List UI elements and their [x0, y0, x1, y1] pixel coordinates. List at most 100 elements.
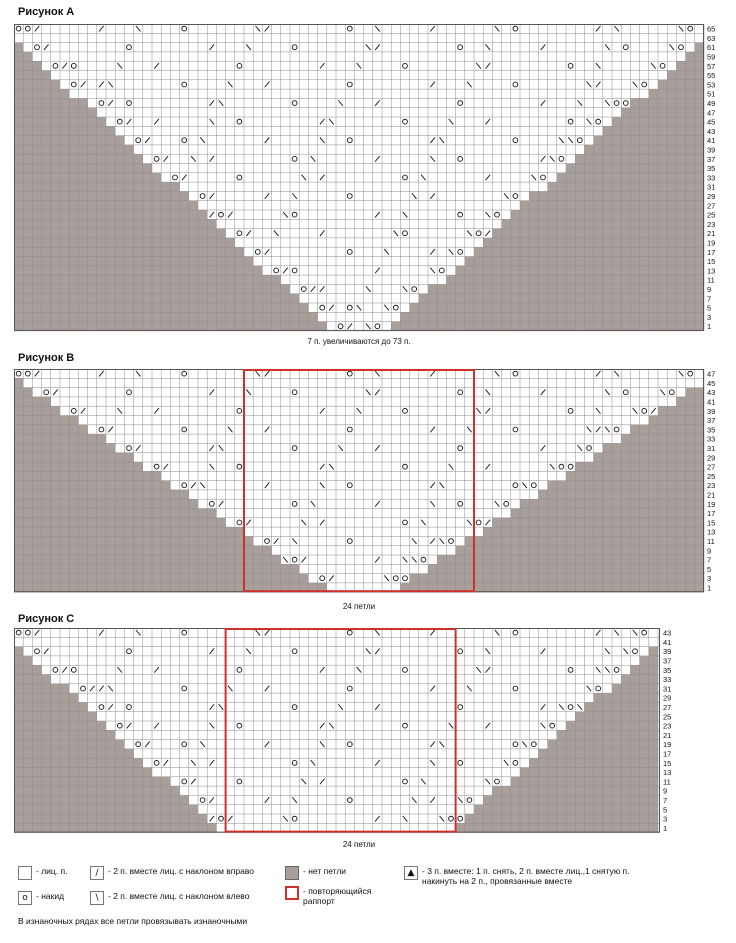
yarn-over-mark — [24, 370, 31, 377]
row-number: 57 — [707, 62, 715, 71]
k2tog-right-mark — [595, 629, 601, 636]
k2tog-left-mark — [604, 389, 611, 396]
yarn-over-mark — [402, 519, 408, 526]
yarn-over-mark — [540, 174, 546, 181]
yarn-over-mark — [475, 519, 482, 526]
k2tog-right-mark — [98, 685, 105, 692]
k2tog-left-mark — [301, 174, 307, 181]
k2tog-left-mark — [218, 703, 224, 711]
no-stitch-cell — [14, 452, 134, 462]
k2tog-right-mark — [429, 629, 436, 636]
row-number: 5 — [707, 565, 711, 574]
yarn-over-mark — [392, 304, 399, 311]
legend-knit: - лиц. п. — [18, 866, 67, 880]
yarn-over-mark — [24, 25, 31, 32]
legend-no-stitch-label: - нет петли — [303, 866, 347, 876]
k2tog-left-mark — [429, 267, 436, 274]
k2tog-left-mark — [402, 285, 408, 293]
k2tog-right-mark — [264, 796, 270, 804]
yarn-over-mark — [291, 556, 298, 563]
no-stitch-cell — [658, 406, 704, 416]
k2tog-left-mark — [439, 537, 445, 545]
yarn-over-mark — [448, 538, 454, 544]
grid-lines — [14, 628, 660, 833]
k2tog-left-mark — [227, 81, 233, 88]
k2tog-left-mark — [199, 482, 206, 489]
row-number: 27 — [707, 201, 715, 210]
k2tog-right-mark — [153, 666, 160, 673]
no-stitch-cell — [621, 434, 704, 444]
k2tog-right-mark — [181, 174, 187, 181]
no-stitch-cell — [14, 748, 134, 759]
yarn-over-mark — [34, 648, 40, 655]
row-number: 31 — [663, 684, 671, 693]
no-stitch-cell — [437, 555, 704, 565]
k2tog-left-mark — [595, 62, 601, 69]
yarn-over-mark — [402, 118, 408, 125]
yarn-over-mark — [402, 575, 408, 582]
no-stitch-cell — [658, 79, 704, 90]
k2tog-left-mark — [365, 44, 371, 51]
yarn-over-mark — [595, 685, 602, 692]
no-stitch-cell — [455, 545, 704, 555]
yarn-over-mark — [567, 63, 574, 69]
yarn-over-mark — [641, 81, 648, 88]
k2tog-left-mark — [135, 629, 141, 636]
no-stitch-cell — [14, 665, 42, 675]
k2tog-left-mark — [475, 407, 482, 414]
yarn-over-mark — [494, 211, 500, 218]
k2tog-left-mark — [209, 118, 215, 125]
k2tog-right-mark — [595, 370, 601, 377]
yarn-over-mark — [374, 323, 381, 330]
row-number: 19 — [663, 740, 671, 749]
yarn-over-mark — [457, 648, 464, 655]
yarn-over-mark — [208, 501, 215, 507]
yarn-over-mark — [199, 193, 206, 199]
no-stitch-cell — [492, 228, 704, 238]
yarn-over-mark — [402, 408, 408, 414]
no-stitch-cell — [602, 443, 704, 453]
yarn-over-mark — [512, 137, 519, 144]
no-stitch-cell — [14, 415, 79, 425]
k2tog-left-mark — [291, 796, 298, 804]
yarn-over-mark — [457, 445, 464, 451]
yarn-over-mark — [466, 797, 473, 803]
k2tog-right-mark — [595, 81, 601, 88]
no-stitch-cell — [14, 555, 281, 565]
row-number: 59 — [707, 53, 715, 62]
yarn-over-mark — [273, 267, 280, 274]
yarn-over-mark — [457, 760, 464, 766]
yarn-over-mark — [622, 100, 629, 106]
yarn-over-mark — [291, 267, 298, 274]
k2tog-left-mark — [356, 62, 362, 69]
legend-repeat: - повторяющийся раппорт — [285, 886, 395, 906]
yarn-over-mark — [678, 44, 684, 51]
k2tog-left-mark — [613, 25, 620, 32]
k2tog-right-mark — [374, 500, 381, 507]
yarn-over-mark — [346, 370, 353, 377]
k2tog-left-mark — [678, 25, 684, 32]
k2tog-left-mark — [485, 44, 491, 51]
yarn-over-mark — [98, 100, 105, 106]
row-number: 13 — [663, 768, 671, 777]
row-number: 19 — [707, 500, 715, 509]
yarn-over-mark — [98, 704, 105, 710]
yarn-over-mark — [567, 704, 574, 710]
yarn-over-mark — [181, 685, 188, 692]
no-stitch-cell — [464, 814, 658, 824]
k2tog-left-mark — [567, 137, 574, 144]
yarn-over-mark — [291, 211, 298, 218]
no-stitch-cell — [14, 42, 24, 52]
yarn-over-mark — [153, 463, 160, 470]
yarn-over-mark — [236, 408, 243, 414]
yarn-over-mark — [236, 118, 243, 125]
no-stitch-cell — [621, 107, 704, 117]
no-stitch-cell — [520, 767, 658, 777]
k2tog-left-mark — [429, 500, 436, 507]
k2tog-right-mark — [485, 519, 491, 526]
row-number: 35 — [707, 164, 715, 173]
row-number: 1 — [663, 824, 667, 833]
yarn-over-mark — [181, 370, 188, 377]
k2tog-right-mark — [209, 211, 215, 218]
row-number: 3 — [707, 313, 711, 322]
